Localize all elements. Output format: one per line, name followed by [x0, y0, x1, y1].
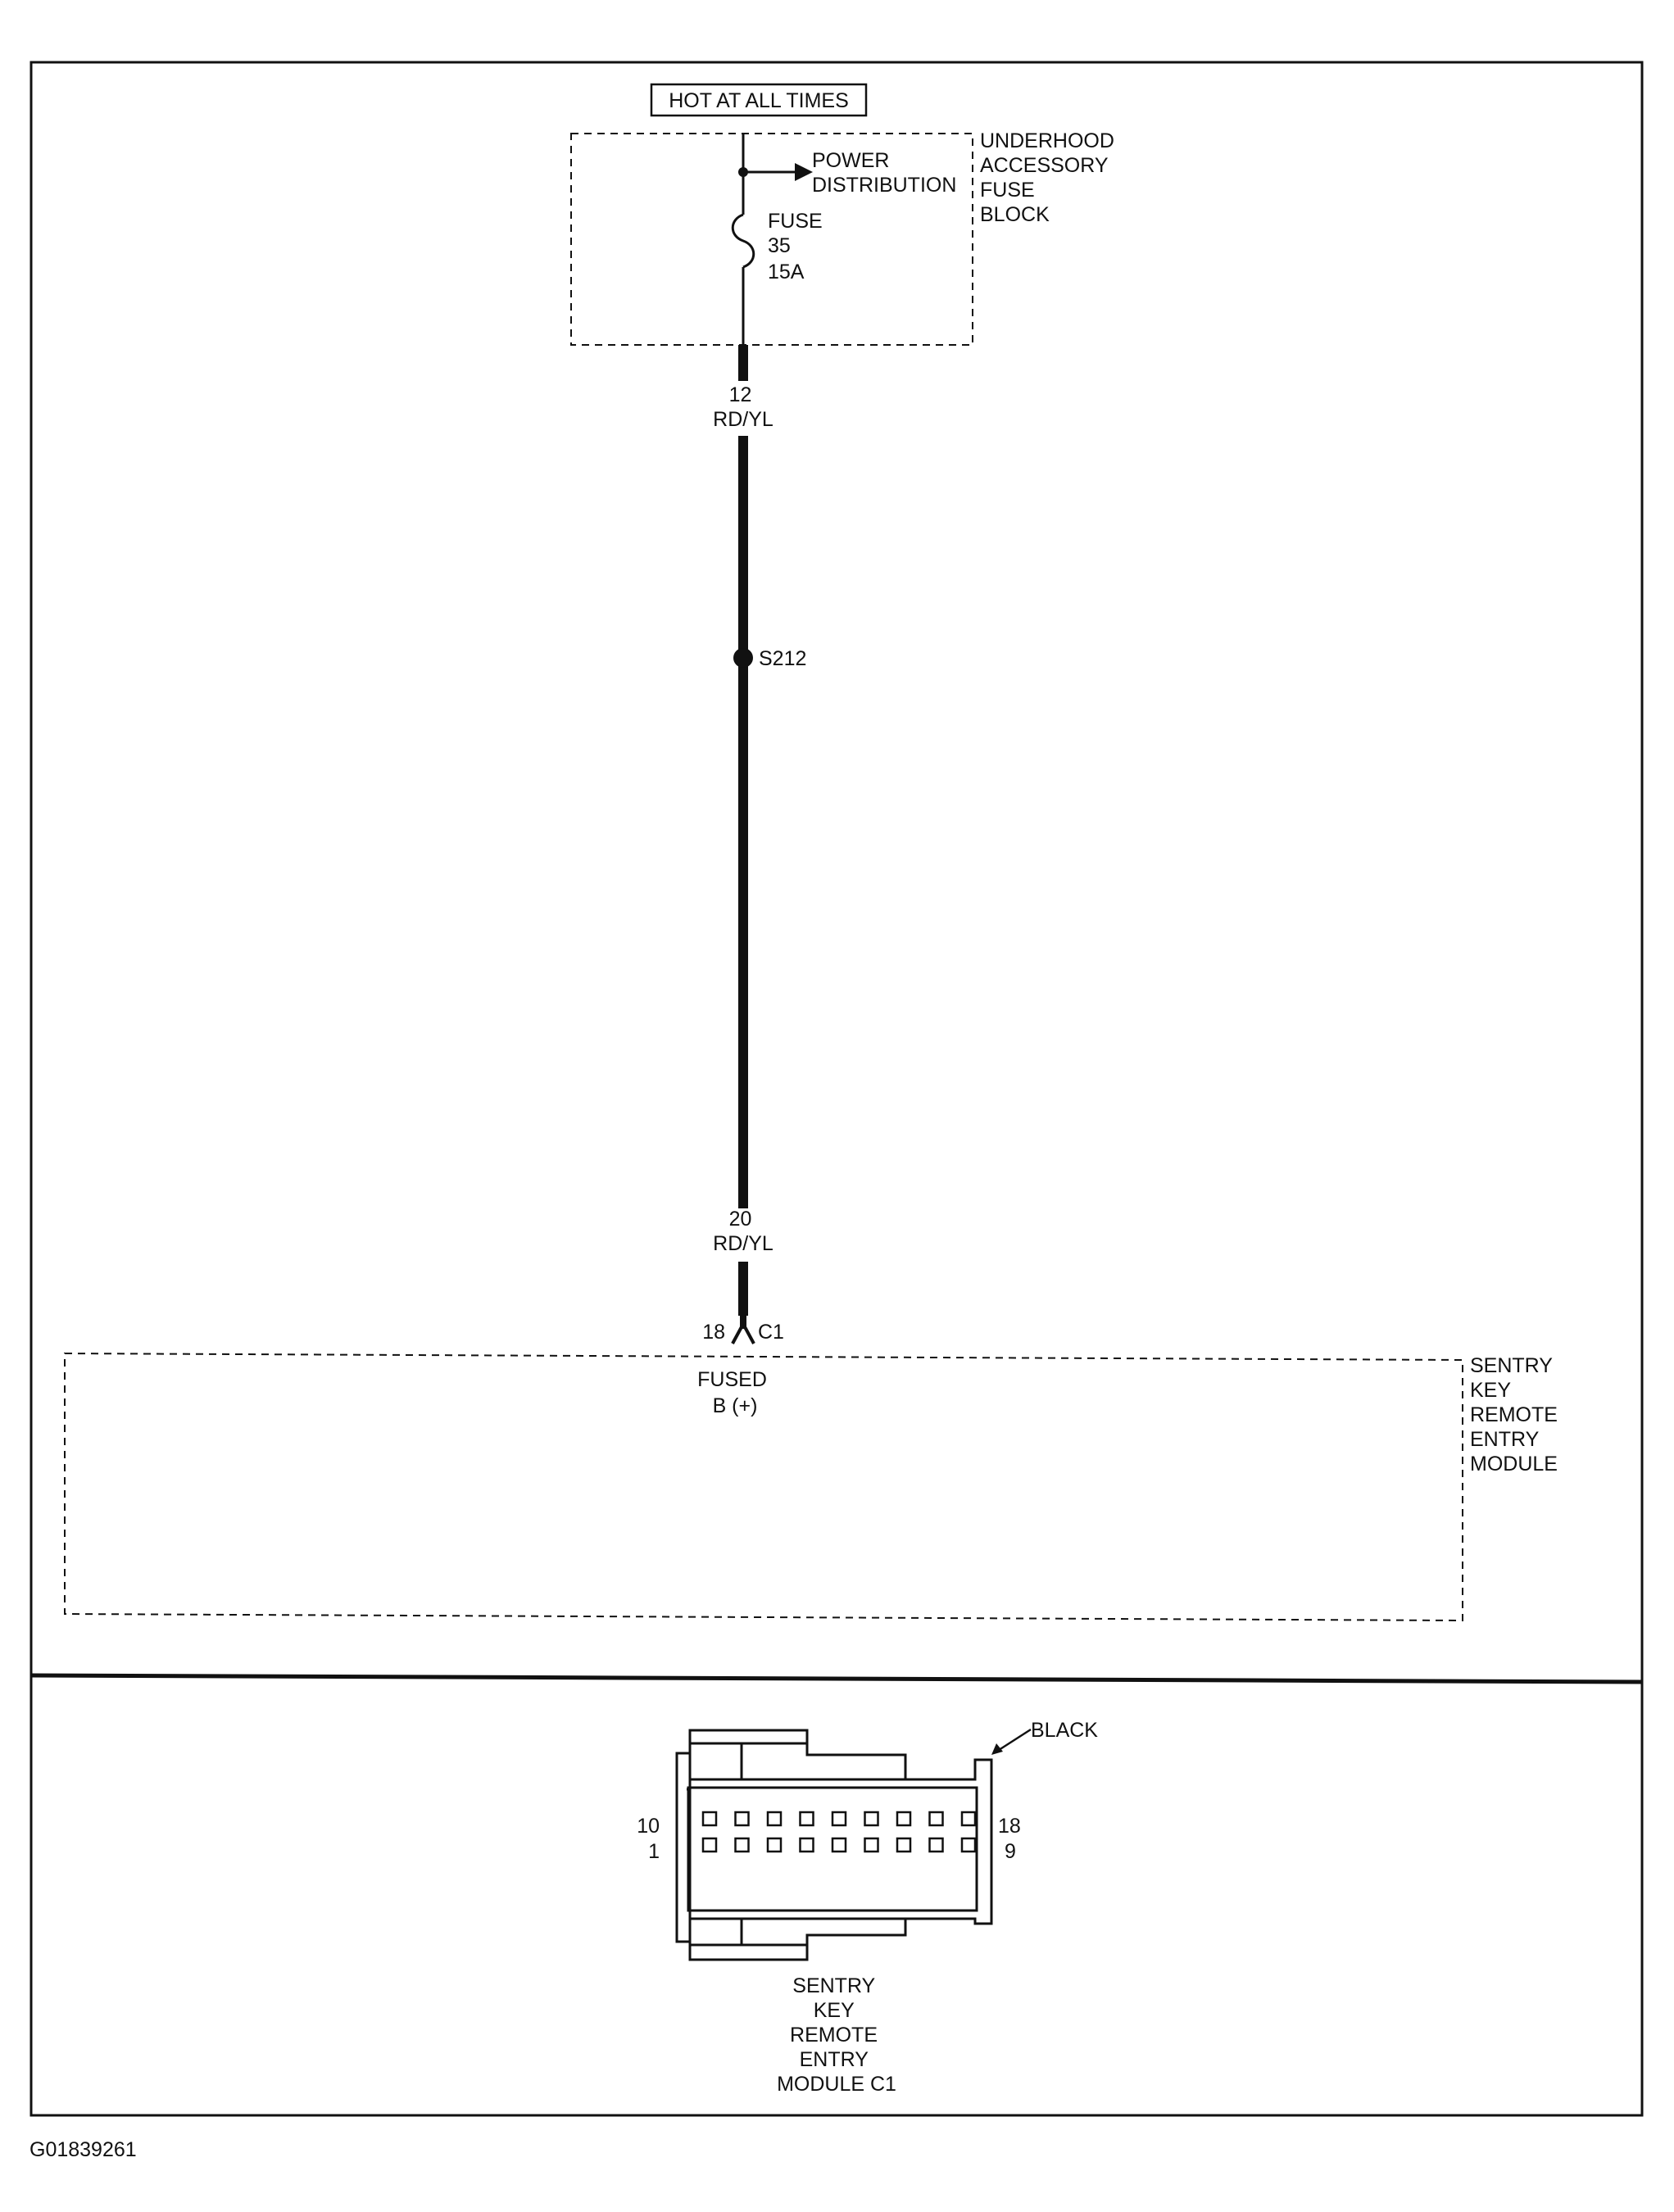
pin-cavity-bottom-row [766, 1837, 783, 1853]
fuse-block-name: UNDERHOOD ACCESSORY FUSE BLOCK [980, 129, 1120, 226]
hot-at-all-times-box: HOT AT ALL TIMES [650, 83, 868, 117]
pin-cavity-bottom-row [734, 1837, 750, 1853]
pin-cavity-top-row [734, 1811, 750, 1827]
pin-cavity-top-row [864, 1811, 879, 1827]
black-callout-arrow-icon [991, 1743, 1003, 1755]
pin-cavity-bottom-row [701, 1837, 718, 1853]
fuse-symbol-icon [731, 213, 755, 269]
pin-cavity-top-row [928, 1811, 944, 1827]
power-distribution-arrow-icon [795, 163, 813, 181]
connector-pin-cavities [701, 1811, 977, 1853]
section-divider [30, 1673, 1643, 1684]
connector-face-view [675, 1729, 993, 1961]
fuse-label: FUSE 35 15A [768, 210, 828, 283]
top-row-right-pin: 18 [998, 1815, 1021, 1838]
black-callout-leader [996, 1728, 1032, 1753]
figure-id: G01839261 [29, 2138, 137, 2161]
connector-caption: SENTRY KEY REMOTE ENTRY MODULE C1 [777, 1974, 896, 2096]
connector-id-label: C1 [758, 1321, 784, 1344]
wire-20-label: 20 RD/YL [713, 1208, 773, 1255]
connector-color-label: BLACK [1031, 1719, 1098, 1742]
pin-cavity-top-row [701, 1811, 718, 1827]
pin-cavity-top-row [960, 1811, 977, 1827]
pin-cavity-bottom-row [799, 1837, 814, 1853]
diagram-border [29, 61, 1644, 2117]
power-distribution-label: POWER DISTRIBUTION [812, 149, 956, 197]
splice-s212-label: S212 [759, 647, 806, 670]
wire-12-label: 12 RD/YL [713, 383, 773, 431]
top-row-left-pin: 10 [637, 1815, 660, 1838]
pin-cavity-bottom-row [864, 1837, 879, 1853]
pin-cavity-top-row [766, 1811, 783, 1827]
pin-cavity-top-row [831, 1811, 847, 1827]
pin-cavity-top-row [799, 1811, 814, 1827]
pin-cavity-bottom-row [896, 1837, 912, 1853]
connector-pin-number: 18 [702, 1321, 725, 1344]
module-outline [64, 1352, 1463, 1622]
pin-cavity-bottom-row [831, 1837, 847, 1853]
splice-s212-dot [733, 648, 753, 668]
fuse-block-outline [570, 133, 973, 346]
bottom-row-left-pin: 1 [648, 1840, 660, 1863]
module-name: SENTRY KEY REMOTE ENTRY MODULE [1470, 1354, 1563, 1475]
hot-at-all-times-label: HOT AT ALL TIMES [669, 89, 849, 112]
pin-cavity-bottom-row [928, 1837, 944, 1853]
module-pin-function: FUSED B (+) [697, 1368, 773, 1417]
pin-cavity-top-row [896, 1811, 912, 1827]
bottom-row-right-pin: 9 [1005, 1840, 1016, 1863]
pin-cavity-bottom-row [960, 1837, 977, 1853]
